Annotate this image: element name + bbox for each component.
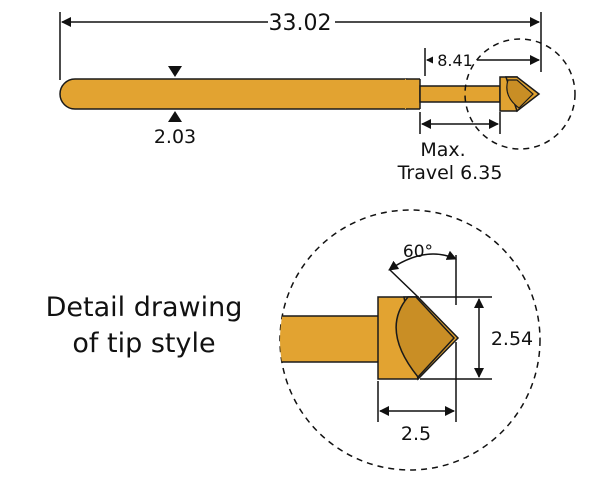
caption-line-1: Detail drawing	[45, 292, 243, 323]
diameter-label: 2.03	[154, 126, 196, 148]
probe-plunger	[419, 85, 501, 103]
overall-length-label: 33.02	[269, 11, 332, 36]
detail-plunger	[280, 315, 381, 363]
probe-tip-facet	[506, 79, 534, 109]
tip-length-label-bg	[433, 48, 477, 70]
probe-barrel	[59, 78, 421, 110]
probe-barrel-end	[405, 79, 420, 109]
angle-label: 60°	[403, 242, 433, 262]
travel-label-line2: Travel 6.35	[397, 162, 503, 184]
diameter-arrow-top	[168, 66, 182, 77]
detail-circle-small	[464, 38, 576, 150]
detail-tip-facet	[395, 296, 456, 379]
angle-arc	[388, 250, 457, 271]
detail-caption: Detail drawing of tip style	[34, 290, 254, 362]
tip-length-label: 8.41	[437, 51, 473, 70]
caption-line-2: of tip style	[72, 328, 216, 359]
width-label: 2.5	[401, 423, 431, 445]
height-label: 2.54	[491, 328, 533, 350]
diameter-arrow-bottom	[168, 111, 182, 122]
angle-edge-line	[389, 269, 419, 298]
travel-label-line1: Max.	[420, 139, 465, 161]
